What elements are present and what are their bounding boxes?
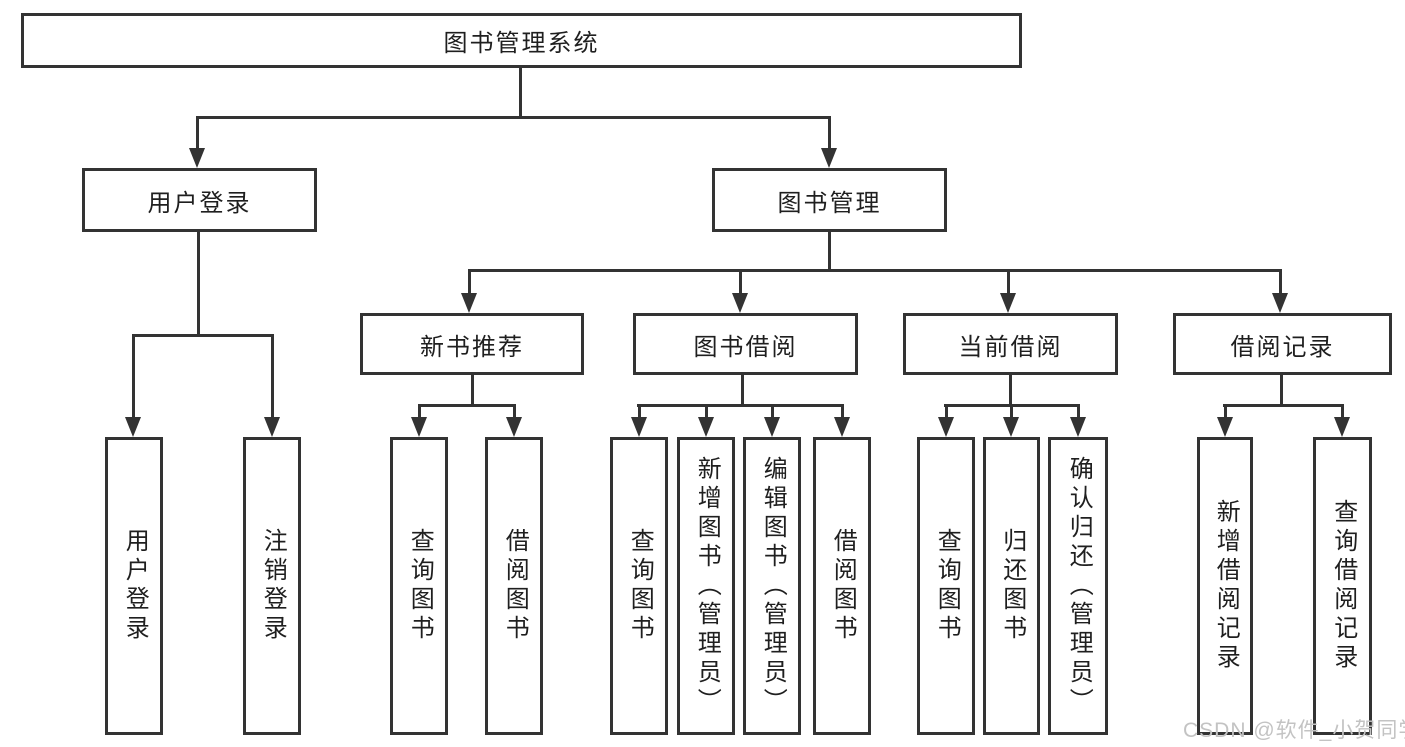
connector-line [519, 68, 522, 118]
arrow-down-icon [461, 293, 477, 313]
connector-line [1279, 269, 1282, 297]
leaf-borrow-books-1: 借阅图书 [485, 437, 543, 735]
arrow-down-icon [834, 417, 850, 437]
leaf-edit-books-admin: 编辑图书（管理员） [743, 437, 801, 735]
connector-line [132, 334, 135, 421]
arrow-down-icon [1070, 417, 1086, 437]
leaf-logout: 注销登录 [243, 437, 301, 735]
node-label: 图书管理 [777, 189, 882, 217]
connector-line [468, 269, 1282, 272]
arrow-down-icon [1217, 417, 1233, 437]
node-label: 用户登录 [147, 189, 252, 217]
connector-line [271, 334, 274, 421]
leaf-label: 查询借阅记录 [1329, 499, 1357, 673]
connector-line [418, 404, 421, 422]
connector-line [841, 404, 844, 422]
connector-line [1341, 404, 1344, 422]
leaf-label: 用户登录 [121, 528, 149, 644]
arrow-down-icon [125, 417, 141, 437]
node-user-login-group: 用户登录 [82, 168, 317, 232]
leaf-label: 新增图书（管理员） [693, 455, 721, 717]
arrow-down-icon [631, 417, 647, 437]
connector-line [1009, 375, 1012, 407]
leaf-label: 编辑图书（管理员） [759, 455, 787, 717]
connector-line [637, 404, 844, 407]
leaf-add-books-admin: 新增图书（管理员） [677, 437, 735, 735]
arrow-down-icon [821, 148, 837, 168]
connector-line [1007, 269, 1010, 297]
connector-line [1223, 404, 1344, 407]
connector-line [1224, 404, 1227, 422]
arrow-down-icon [938, 417, 954, 437]
leaf-label: 注销登录 [259, 528, 287, 644]
arrow-down-icon [764, 417, 780, 437]
leaf-label: 借阅图书 [501, 528, 529, 644]
leaf-label: 查询图书 [933, 528, 961, 644]
connector-line [771, 404, 774, 422]
connector-line [471, 375, 474, 407]
node-label: 新书推荐 [420, 333, 524, 361]
node-book-management: 图书管理 [712, 168, 947, 232]
arrow-down-icon [264, 417, 280, 437]
node-root: 图书管理系统 [21, 13, 1022, 68]
node-current-borrow: 当前借阅 [903, 313, 1118, 375]
node-book-borrow: 图书借阅 [633, 313, 858, 375]
node-label: 图书借阅 [693, 333, 798, 361]
connector-line [945, 404, 948, 422]
leaf-confirm-return-admin: 确认归还（管理员） [1048, 437, 1108, 735]
leaf-return-books: 归还图书 [983, 437, 1040, 735]
connector-line [132, 334, 274, 337]
leaf-query-books-2: 查询图书 [610, 437, 668, 735]
connector-line [418, 404, 516, 407]
leaf-label: 查询图书 [626, 528, 654, 644]
connector-line [513, 404, 516, 422]
leaf-query-books-3: 查询图书 [917, 437, 975, 735]
leaf-label: 新增借阅记录 [1212, 499, 1240, 673]
node-label: 当前借阅 [958, 333, 1063, 361]
leaf-query-books-1: 查询图书 [390, 437, 448, 735]
connector-line [196, 116, 831, 119]
leaf-query-borrow-record: 查询借阅记录 [1313, 437, 1372, 735]
connector-line [1077, 404, 1080, 422]
node-new-book-recommend: 新书推荐 [360, 313, 584, 375]
arrow-down-icon [732, 293, 748, 313]
node-root-label: 图书管理系统 [443, 30, 600, 57]
connector-line [705, 404, 708, 422]
connector-line [828, 232, 831, 271]
arrow-down-icon [698, 417, 714, 437]
arrow-down-icon [189, 148, 205, 168]
connector-line [828, 116, 831, 152]
csdn-watermark: CSDN @软件_小贺同学 [1183, 719, 1405, 742]
arrow-down-icon [1000, 293, 1016, 313]
connector-line [468, 269, 471, 297]
leaf-label: 借阅图书 [829, 528, 857, 644]
connector-line [741, 375, 744, 407]
arrow-down-icon [1334, 417, 1350, 437]
connector-line [1010, 404, 1013, 422]
leaf-label: 查询图书 [406, 528, 434, 644]
leaf-label: 归还图书 [998, 528, 1026, 644]
connector-line [1280, 375, 1283, 407]
arrow-down-icon [411, 417, 427, 437]
connector-line [739, 269, 742, 297]
leaf-borrow-books-2: 借阅图书 [813, 437, 871, 735]
connector-line [196, 116, 199, 152]
leaf-label: 确认归还（管理员） [1065, 455, 1093, 717]
connector-line [638, 404, 641, 422]
arrow-down-icon [1272, 293, 1288, 313]
node-label: 借阅记录 [1230, 333, 1335, 361]
leaf-add-borrow-record: 新增借阅记录 [1197, 437, 1253, 735]
connector-line [197, 232, 200, 336]
leaf-user-login: 用户登录 [105, 437, 163, 735]
node-borrow-records: 借阅记录 [1173, 313, 1392, 375]
arrow-down-icon [506, 417, 522, 437]
arrow-down-icon [1003, 417, 1019, 437]
